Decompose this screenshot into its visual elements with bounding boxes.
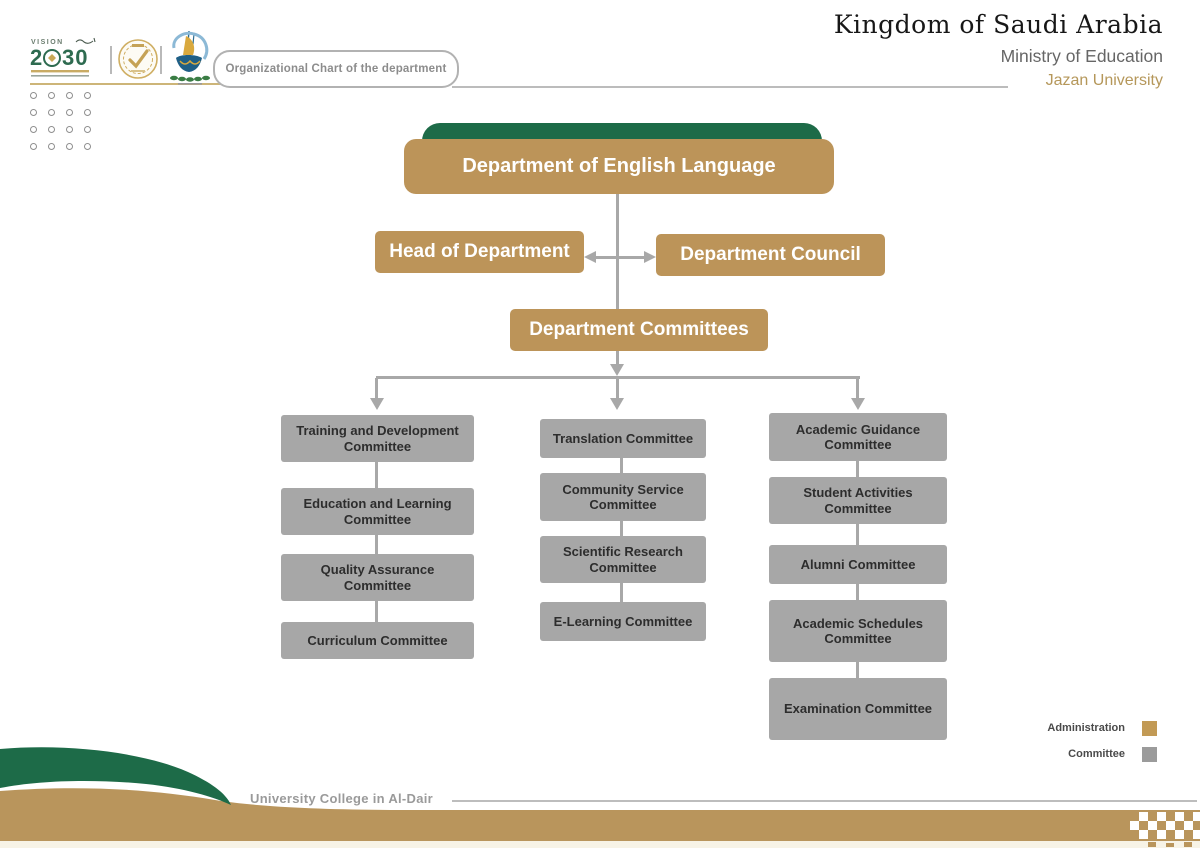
connector-drop-middle	[616, 378, 619, 400]
pixel-dissolve-ornament	[1130, 812, 1200, 839]
vision-2030-logo: VISION 2 30	[30, 35, 108, 83]
svg-text:VISION: VISION	[31, 39, 64, 46]
connector	[856, 584, 859, 600]
committee-box: Community Service Committee	[540, 473, 706, 521]
connector-head-council	[594, 256, 646, 259]
box-head-of-department: Head of Department	[375, 231, 584, 273]
logo-separator	[110, 46, 112, 74]
arrowhead-center	[610, 364, 624, 376]
committee-box: Education and Learning Committee	[281, 488, 474, 535]
box-department-committees: Department Committees	[510, 309, 768, 351]
country-name: Kingdom of Saudi Arabia	[833, 10, 1163, 39]
committee-box: Translation Committee	[540, 419, 706, 458]
ministry-name: Ministry of Education	[1000, 46, 1163, 66]
arrowhead-middle-column	[610, 398, 624, 410]
committee-box: Quality Assurance Committee	[281, 554, 474, 601]
arrowhead-to-council	[644, 251, 656, 263]
university-name: Jazan University	[1045, 72, 1163, 89]
page-title-tab: Organizational Chart of the department	[213, 50, 459, 88]
svg-text:30: 30	[62, 45, 88, 70]
footer-wave-graphic	[0, 747, 1200, 848]
logo-separator	[160, 46, 162, 74]
connector	[856, 524, 859, 545]
header-rule	[452, 86, 1008, 88]
letterhead: Kingdom of Saudi Arabia Ministry of Educ…	[834, 10, 1163, 90]
connector	[856, 461, 859, 477]
arrowhead-right-column	[851, 398, 865, 410]
connector-drop-left	[375, 378, 378, 400]
connector	[620, 583, 623, 602]
jazan-university-logo	[166, 28, 214, 91]
connector	[375, 462, 378, 488]
arrowhead-left-column	[370, 398, 384, 410]
college-name: University College in Al-Dair	[250, 791, 434, 806]
connector	[620, 521, 623, 536]
committee-box: E-Learning Committee	[540, 602, 706, 641]
committee-box: Academic Schedules Committee	[769, 600, 947, 662]
footer-rule	[452, 800, 1197, 802]
page-title: Organizational Chart of the department	[225, 63, 447, 75]
connector-root-vertical	[616, 194, 619, 364]
accreditation-seal-logo	[117, 37, 159, 86]
connector-drop-right	[856, 378, 859, 400]
connector-distributor	[376, 376, 860, 379]
connector	[375, 535, 378, 554]
committee-box: Training and Development Committee	[281, 415, 474, 462]
dot-grid-ornament	[30, 92, 100, 154]
legend-swatch-committee	[1142, 747, 1157, 762]
legend-label-administration: Administration	[1047, 722, 1125, 734]
arrowhead-to-head	[584, 251, 596, 263]
committee-box: Student Activities Committee	[769, 477, 947, 524]
legend-label-committee: Committee	[1068, 748, 1125, 760]
svg-text:2: 2	[30, 45, 43, 70]
legend-swatch-administration	[1142, 721, 1157, 736]
connector	[856, 662, 859, 678]
connector	[375, 601, 378, 622]
root-box-department: Department of English Language	[404, 139, 834, 194]
committee-box: Curriculum Committee	[281, 622, 474, 659]
committee-box: Examination Committee	[769, 678, 947, 740]
box-department-council: Department Council	[656, 234, 885, 276]
committee-box: Scientific Research Committee	[540, 536, 706, 583]
committee-box: Academic Guidance Committee	[769, 413, 947, 461]
committee-box: Alumni Committee	[769, 545, 947, 584]
connector	[620, 458, 623, 473]
